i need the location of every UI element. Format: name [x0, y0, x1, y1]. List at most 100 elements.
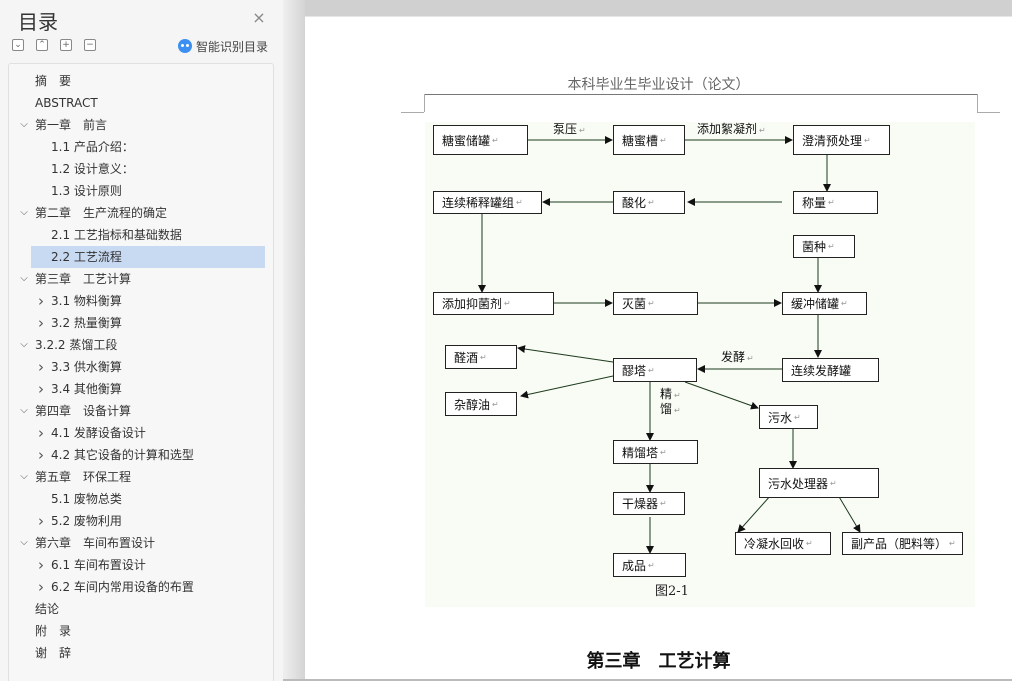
toc-item-label: 1.3 设计原则: [51, 184, 122, 198]
toc-item-label: ABSTRACT: [35, 96, 98, 110]
toc-item[interactable]: 1.1 产品介绍：: [9, 136, 265, 158]
process-flow-diagram: 糖蜜储罐↵ 糖蜜槽↵ 澄清预处理↵ 称量↵ 酸化↵ 连续稀释罐组↵ 菌种↵ 添加…: [425, 122, 975, 607]
toc-item-label: 附 录: [35, 624, 72, 638]
chevron-right-icon[interactable]: ›: [38, 512, 44, 530]
chevron-down-icon[interactable]: ⌵: [20, 537, 28, 548]
toc-item[interactable]: 摘 要: [9, 70, 265, 92]
toc-item[interactable]: ⌵第四章 设备计算: [9, 400, 265, 422]
flow-node: 糖蜜储罐↵: [433, 125, 528, 155]
toc-item[interactable]: › 3.3 供水衡算: [9, 356, 265, 378]
remove-item-button[interactable]: −: [84, 39, 96, 51]
toc-item-label: 3.3 供水衡算: [51, 360, 122, 374]
figure-caption: 图2-1: [655, 584, 689, 599]
chevron-right-icon[interactable]: ›: [38, 358, 44, 376]
chevron-down-icon[interactable]: ⌵: [20, 119, 28, 130]
chevron-right-icon[interactable]: ›: [38, 424, 44, 442]
flow-node: 澄清预处理↵: [793, 125, 890, 155]
chevron-down-icon[interactable]: ⌵: [20, 471, 28, 482]
expand-all-button[interactable]: ⌄: [12, 39, 24, 51]
header-rule: [424, 94, 977, 95]
toc-item-label: 4.1 发酵设备设计: [51, 426, 146, 440]
minus-icon: −: [86, 40, 94, 50]
chevron-up-icon: ⌃: [38, 40, 46, 50]
close-icon[interactable]: ×: [252, 8, 266, 27]
chevron-down-icon[interactable]: ⌵: [20, 405, 28, 416]
arrow: [737, 494, 772, 533]
flow-node: 称量↵: [793, 191, 878, 214]
toc-item[interactable]: ›3.2 热量衡算: [9, 312, 265, 334]
chevron-right-icon[interactable]: ›: [38, 380, 44, 398]
flow-node: 连续发酵罐: [782, 358, 879, 382]
edge-label: 精↵: [660, 387, 681, 401]
flow-node: 杂醇油↵: [445, 392, 517, 416]
plus-icon: +: [62, 40, 70, 50]
flow-node: 污水处理器↵: [759, 468, 879, 498]
toc-item[interactable]: ⌵第二章 生产流程的确定: [9, 202, 265, 224]
crop-mark: [977, 94, 978, 112]
flow-node: 精馏塔↵: [613, 440, 698, 464]
collapse-all-button[interactable]: ⌃: [36, 39, 48, 51]
toc-item-label: 4.2 其它设备的计算和选型: [51, 448, 194, 462]
chevron-down-icon[interactable]: ⌵: [20, 207, 28, 218]
flow-node: 成品↵: [613, 553, 686, 577]
add-item-button[interactable]: +: [60, 39, 72, 51]
toc-item-label: 结论: [35, 602, 60, 616]
toc-item-label: 谢 辞: [35, 646, 72, 660]
flow-node: 糖蜜槽↵: [613, 125, 685, 155]
flow-node: 醪塔↵: [613, 358, 697, 382]
toc-item[interactable]: ›6.1 车间布置设计: [9, 554, 265, 576]
chevron-right-icon[interactable]: ›: [38, 446, 44, 464]
toc-item[interactable]: ⌵ 第一章 前言: [9, 114, 265, 136]
page-header: 本科毕业生毕业设计（论文）: [567, 77, 750, 93]
toc-item[interactable]: 5.1 废物总类: [9, 488, 265, 510]
chevron-right-icon[interactable]: ›: [38, 292, 44, 310]
edge-label: 添加絮凝剂↵: [697, 122, 766, 136]
toc-list: 摘 要 ABSTRACT ⌵ 第一章 前言 1.1 产品介绍：1.2 设计意义： 1.3 …: [8, 63, 274, 681]
toc-item-label: 5.1 废物总类: [51, 492, 122, 506]
flow-node: 污水↵: [759, 405, 818, 429]
smart-toc-button[interactable]: 智能识别目录: [178, 37, 268, 55]
flow-node: 添加抑菌剂↵: [433, 292, 554, 315]
toc-item[interactable]: ›5.2 废物利用: [9, 510, 265, 532]
page-bottom-edge: [283, 679, 1012, 681]
flow-node: 冷凝水回收↵: [735, 532, 831, 555]
toc-item[interactable]: 1.3 设计原则: [9, 180, 265, 202]
edge-label: 馏↵: [660, 402, 681, 416]
flow-node: 酸化↵: [613, 191, 685, 214]
toc-item[interactable]: 附 录: [9, 620, 265, 642]
chevron-right-icon[interactable]: ›: [38, 556, 44, 574]
toc-title: 目录: [18, 10, 58, 34]
toc-item[interactable]: 2.1 工艺指标和基础数据: [9, 224, 265, 246]
arrow: [684, 381, 759, 410]
toc-item[interactable]: 1.2 设计意义：: [9, 158, 265, 180]
toc-item[interactable]: 谢 辞: [9, 642, 265, 664]
toc-item-label: 3.1 物料衡算: [51, 294, 122, 308]
chevron-right-icon[interactable]: ›: [38, 578, 44, 596]
chevron-down-icon[interactable]: ⌵: [20, 273, 28, 284]
smart-toc-label: 智能识别目录: [196, 39, 269, 54]
toc-item[interactable]: ›6.2 车间内常用设备的布置: [9, 576, 265, 598]
crop-mark: [424, 94, 425, 112]
document-viewport[interactable]: 本科毕业生毕业设计（论文）: [283, 0, 1012, 681]
toc-item[interactable]: 2.2 工艺流程: [31, 246, 265, 268]
chapter-heading: 第三章 工艺计算: [586, 651, 731, 672]
toc-item[interactable]: ⌵第五章 环保工程: [9, 466, 265, 488]
toc-item[interactable]: ⌵第三章 工艺计算: [9, 268, 265, 290]
toc-item[interactable]: ⌵第六章 车间布置设计: [9, 532, 265, 554]
toc-item-label: 第一章 前言: [35, 118, 108, 132]
toc-item[interactable]: ›3.4 其他衡算: [9, 378, 265, 400]
toc-item[interactable]: ABSTRACT: [9, 92, 265, 114]
toc-item-label: 2.1 工艺指标和基础数据: [51, 228, 182, 242]
edge-label: 泵压↵: [553, 122, 586, 136]
chevron-down-icon[interactable]: ⌵: [20, 339, 28, 350]
toc-item[interactable]: 结论: [9, 598, 265, 620]
flow-node: 缓冲储罐↵: [782, 292, 867, 315]
toc-item[interactable]: › 3.1 物料衡算: [9, 290, 265, 312]
toc-item[interactable]: › 4.1 发酵设备设计: [9, 422, 265, 444]
toc-item[interactable]: ⌵3.2.2 蒸馏工段: [9, 334, 265, 356]
arrow: [520, 375, 614, 399]
toc-item[interactable]: › 4.2 其它设备的计算和选型: [9, 444, 265, 466]
chevron-right-icon[interactable]: ›: [38, 314, 44, 332]
panel-splitter[interactable]: [283, 0, 305, 681]
